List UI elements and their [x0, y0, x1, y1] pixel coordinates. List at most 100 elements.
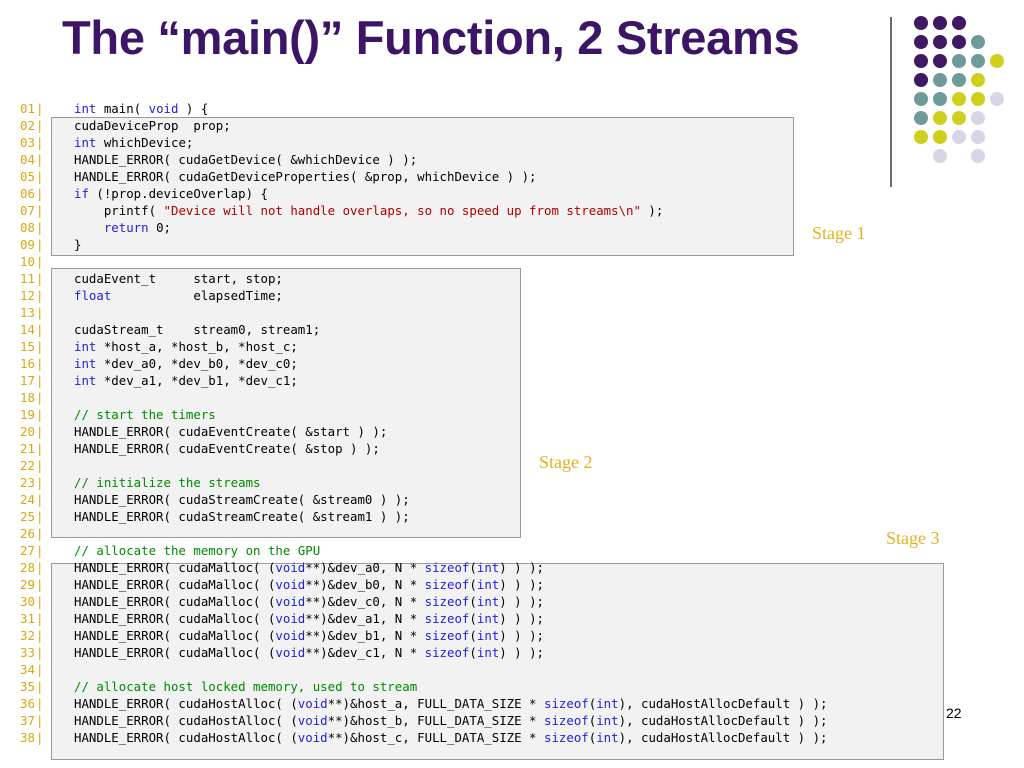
- code-token: **)&dev_c1, N *: [305, 645, 425, 660]
- code-text: int whichDevice;: [74, 134, 193, 151]
- decorative-dot: [952, 92, 966, 106]
- code-token: **)&host_a, FULL_DATA_SIZE *: [327, 696, 544, 711]
- code-keyword: sizeof: [543, 713, 589, 728]
- code-keyword: void: [297, 713, 328, 728]
- line-separator: |: [36, 169, 44, 184]
- code-block-stage-1: [51, 117, 794, 256]
- code-keyword: void: [275, 628, 306, 643]
- line-separator: |: [36, 339, 44, 354]
- line-number: 17: [20, 373, 35, 388]
- code-keyword: int: [476, 628, 500, 643]
- code-token: **)&host_c, FULL_DATA_SIZE *: [327, 730, 544, 745]
- decorative-dot: [933, 54, 947, 68]
- line-separator: |: [36, 373, 44, 388]
- code-keyword: int: [476, 594, 500, 609]
- line-separator: |: [36, 543, 44, 558]
- line-separator: |: [36, 611, 44, 626]
- code-token: );: [640, 203, 664, 218]
- line-separator: |: [36, 594, 44, 609]
- code-text: // allocate host locked memory, used to …: [74, 678, 417, 695]
- code-keyword: sizeof: [424, 611, 470, 626]
- code-text: float elapsedTime;: [74, 287, 283, 304]
- line-number: 01: [20, 101, 35, 116]
- code-keyword: int: [596, 696, 619, 711]
- line-number: 07: [20, 203, 35, 218]
- code-text: return 0;: [74, 219, 171, 236]
- line-separator: |: [36, 407, 44, 422]
- line-number: 05: [20, 169, 35, 184]
- code-block-stage-3: [51, 563, 944, 760]
- decorative-dot: [952, 130, 966, 144]
- code-keyword: void: [148, 101, 179, 116]
- line-separator: |: [36, 220, 44, 235]
- code-text: HANDLE_ERROR( cudaMalloc( (void**)&dev_a…: [74, 610, 544, 627]
- decorative-dot: [971, 111, 985, 125]
- line-separator: |: [36, 645, 44, 660]
- code-token: cudaEvent_t start, stop;: [74, 271, 283, 286]
- code-text: int *dev_a1, *dev_b1, *dev_c1;: [74, 372, 298, 389]
- code-text: cudaStream_t stream0, stream1;: [74, 321, 320, 338]
- line-number: 25: [20, 509, 35, 524]
- code-token: ) ) );: [499, 560, 545, 575]
- code-text: HANDLE_ERROR( cudaEventCreate( &start ) …: [74, 423, 387, 440]
- line-number: 02: [20, 118, 35, 133]
- line-separator: |: [36, 288, 44, 303]
- line-separator: |: [36, 577, 44, 592]
- decorative-dot: [914, 111, 928, 125]
- code-token: **)&dev_a0, N *: [305, 560, 425, 575]
- code-keyword: void: [275, 645, 306, 660]
- stage-2-label: Stage 2: [539, 452, 593, 472]
- code-text: // allocate the memory on the GPU: [74, 542, 320, 559]
- code-token: (: [588, 730, 597, 745]
- line-number: 08: [20, 220, 35, 235]
- code-keyword: int: [476, 577, 500, 592]
- decorative-dot: [971, 149, 985, 163]
- line-separator: |: [36, 628, 44, 643]
- code-keyword: int: [74, 101, 97, 116]
- code-token: HANDLE_ERROR( cudaHostAlloc( (: [74, 730, 298, 745]
- decorative-dot: [990, 92, 1004, 106]
- code-keyword: void: [275, 560, 306, 575]
- code-token: cudaStream_t stream0, stream1;: [74, 322, 321, 337]
- code-text: int *host_a, *host_b, *host_c;: [74, 338, 298, 355]
- line-separator: |: [36, 509, 44, 524]
- code-token: (: [588, 713, 597, 728]
- line-separator: |: [36, 237, 44, 252]
- code-text: HANDLE_ERROR( cudaStreamCreate( &stream0…: [74, 491, 410, 508]
- code-token: ), cudaHostAllocDefault ) );: [618, 730, 828, 745]
- line-separator: |: [36, 441, 44, 456]
- line-separator: |: [36, 254, 44, 269]
- line-separator: |: [36, 390, 44, 405]
- line-separator: |: [36, 101, 44, 116]
- decorative-dot: [914, 35, 928, 49]
- line-number: 35: [20, 679, 35, 694]
- line-number: 29: [20, 577, 35, 592]
- line-separator: |: [36, 186, 44, 201]
- code-token: HANDLE_ERROR( cudaEventCreate( &start ) …: [74, 424, 388, 439]
- code-text: HANDLE_ERROR( cudaMalloc( (void**)&dev_b…: [74, 627, 544, 644]
- code-block-stage-2: [51, 268, 521, 538]
- line-number: 38: [20, 730, 35, 745]
- code-token: [74, 220, 104, 235]
- decorative-dot: [971, 54, 985, 68]
- decorative-dot: [933, 111, 947, 125]
- line-number: 34: [20, 662, 35, 677]
- code-token: whichDevice;: [96, 135, 194, 150]
- line-number: 37: [20, 713, 35, 728]
- code-token: **)&dev_a1, N *: [305, 611, 425, 626]
- code-text: int *dev_a0, *dev_b0, *dev_c0;: [74, 355, 298, 372]
- code-text: HANDLE_ERROR( cudaHostAlloc( (void**)&ho…: [74, 729, 827, 746]
- code-token: HANDLE_ERROR( cudaHostAlloc( (: [74, 696, 298, 711]
- code-token: (: [469, 577, 477, 592]
- line-separator: |: [36, 203, 44, 218]
- code-text: }: [74, 236, 81, 253]
- line-number: 23: [20, 475, 35, 490]
- line-number: 33: [20, 645, 35, 660]
- decorative-dot: [914, 16, 928, 30]
- line-number: 09: [20, 237, 35, 252]
- code-token: HANDLE_ERROR( cudaMalloc( (: [74, 628, 276, 643]
- line-separator: |: [36, 492, 44, 507]
- line-separator: |: [36, 475, 44, 490]
- code-token: main(: [96, 101, 149, 116]
- decorative-dot: [971, 92, 985, 106]
